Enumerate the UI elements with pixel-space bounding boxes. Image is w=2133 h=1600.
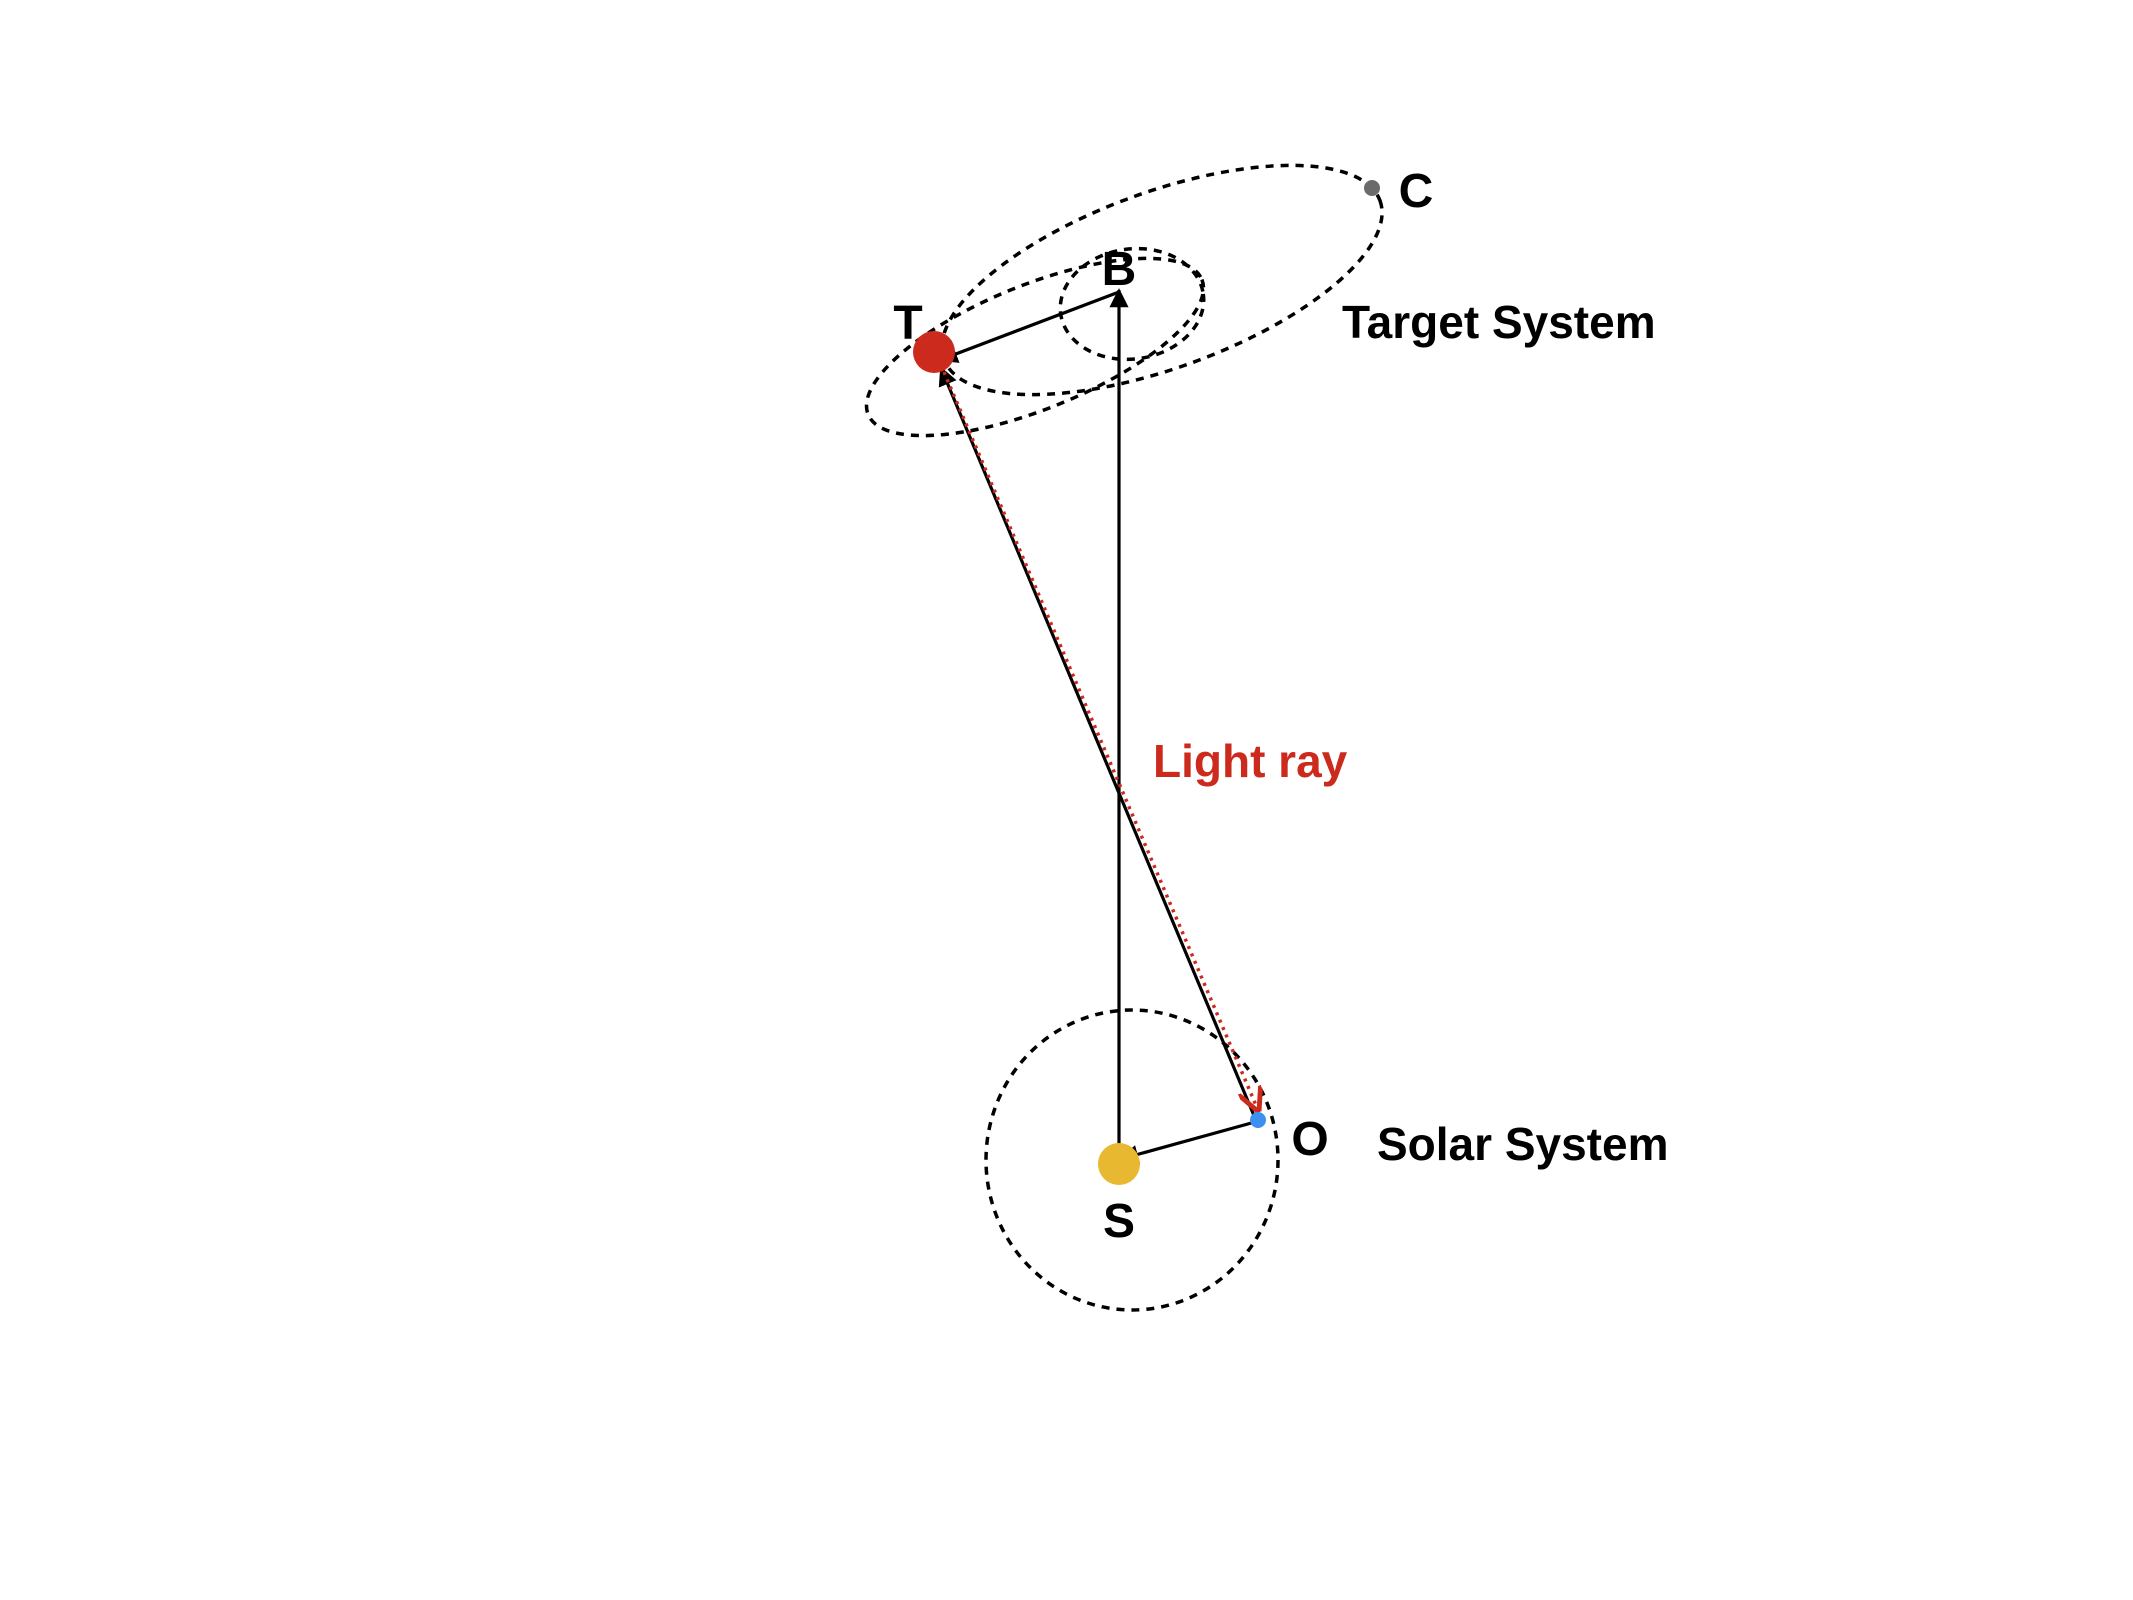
- label-s: S: [1103, 1195, 1135, 1248]
- label-solar-system: Solar System: [1377, 1118, 1668, 1170]
- observer-earth: [1250, 1112, 1266, 1128]
- light-ray-path: [942, 371, 1258, 1110]
- sun: [1098, 1143, 1140, 1185]
- label-b: B: [1102, 243, 1137, 296]
- companion-orbit: [940, 163, 1384, 397]
- vector-o-to-t: [938, 366, 1257, 1119]
- label-target-system: Target System: [1342, 296, 1656, 348]
- observer-orbit: [984, 1008, 1280, 1312]
- companion-star: [1364, 180, 1380, 196]
- target-planet: [913, 331, 955, 373]
- vector-o-to-s: [1119, 1120, 1256, 1164]
- label-light-ray: Light ray: [1153, 735, 1348, 787]
- vector-b-to-t: [938, 290, 1120, 363]
- label-c: C: [1399, 165, 1434, 218]
- label-o: O: [1291, 1113, 1328, 1166]
- label-t: T: [893, 297, 922, 350]
